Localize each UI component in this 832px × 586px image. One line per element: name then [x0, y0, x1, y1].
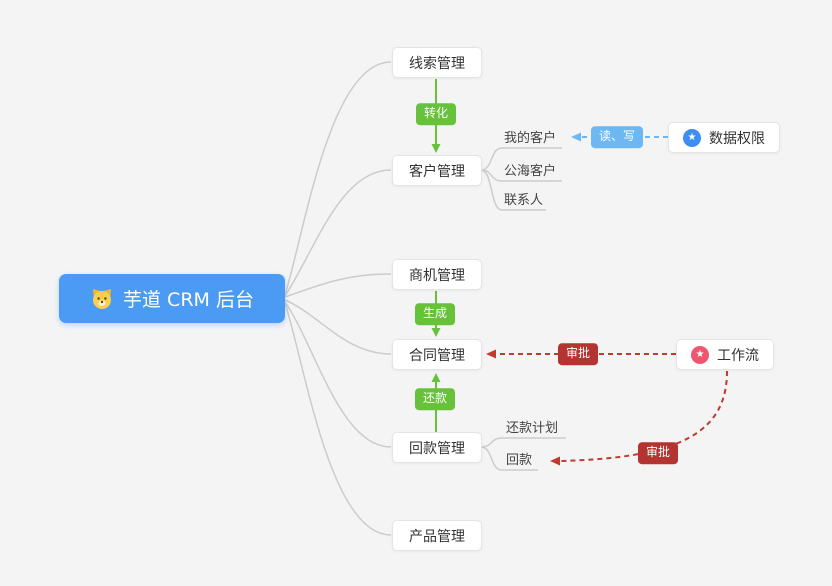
node-opportunity-management[interactable]: 商机管理 [392, 259, 482, 290]
approve-receivable-arrow [550, 370, 728, 466]
root-branch-connectors [284, 61, 392, 536]
branch-customer-to-my [480, 147, 562, 171]
branch-customer-to-contact [480, 169, 546, 211]
green-flow-arrows [431, 79, 441, 432]
badge-approve-receivable[interactable]: 审批 [637, 442, 679, 464]
node-opportunity-label: 商机管理 [409, 267, 465, 284]
node-clue-label: 线索管理 [409, 55, 465, 72]
arrowhead-approve-contract-left-icon [486, 349, 496, 359]
receivable-children-connectors [480, 437, 566, 471]
node-data-permission-label: 数据权限 [709, 130, 765, 147]
node-contract-label: 合同管理 [409, 347, 465, 364]
node-receivable-label: 回款管理 [409, 440, 465, 457]
badge-approve-contract[interactable]: 审批 [557, 343, 599, 365]
branch-root-to-opportunity [284, 273, 392, 298]
dashed-curve-approve-receivable [559, 370, 728, 462]
branch-root-to-clue [284, 61, 392, 296]
node-customer-label: 客户管理 [409, 163, 465, 180]
node-receivable-management[interactable]: 回款管理 [392, 432, 482, 463]
badge-repay[interactable]: 还款 [414, 388, 456, 410]
arrowhead-repay-up-icon [431, 373, 441, 382]
node-customer-management[interactable]: 客户管理 [392, 155, 482, 186]
root-node-crm-admin[interactable]: 芋道 CRM 后台 [59, 274, 285, 323]
node-clue-management[interactable]: 线索管理 [392, 47, 482, 78]
arrowhead-read-write-left-icon [571, 132, 581, 142]
branch-receivable-to-plan [480, 437, 566, 448]
badge-convert[interactable]: 转化 [415, 103, 457, 125]
child-node-contacts[interactable]: 联系人 [504, 193, 544, 208]
branch-root-to-product [284, 302, 392, 536]
child-node-public-pool-customers[interactable]: 公海客户 [504, 164, 557, 179]
arrowhead-generate-down-icon [431, 328, 441, 337]
node-workflow[interactable]: ★ 工作流 [676, 339, 774, 370]
node-product-management[interactable]: 产品管理 [392, 520, 482, 551]
root-node-label: 芋道 CRM 后台 [123, 289, 254, 311]
arrowhead-convert-down-icon [431, 144, 441, 153]
node-contract-management[interactable]: 合同管理 [392, 339, 482, 370]
badge-read-write[interactable]: 读、写 [590, 126, 644, 148]
child-node-repayment-plan[interactable]: 还款计划 [506, 421, 559, 436]
arrowhead-approve-receivable-left-icon [550, 456, 560, 466]
badge-generate[interactable]: 生成 [414, 303, 456, 325]
node-product-label: 产品管理 [409, 528, 465, 545]
star-icon: ★ [683, 128, 701, 147]
node-workflow-label: 工作流 [717, 347, 759, 364]
child-node-my-customers[interactable]: 我的客户 [504, 131, 557, 146]
branch-root-to-receivable [284, 301, 392, 448]
customer-children-connectors [480, 147, 562, 211]
branch-receivable-to-payment [480, 446, 538, 471]
branch-root-to-customer [284, 169, 392, 297]
dog-emoji-icon [90, 287, 114, 311]
branch-root-to-contract [284, 299, 392, 355]
star-icon: ★ [691, 345, 709, 364]
child-node-payment[interactable]: 回款 [506, 453, 533, 468]
node-data-permission[interactable]: ★ 数据权限 [668, 122, 780, 153]
